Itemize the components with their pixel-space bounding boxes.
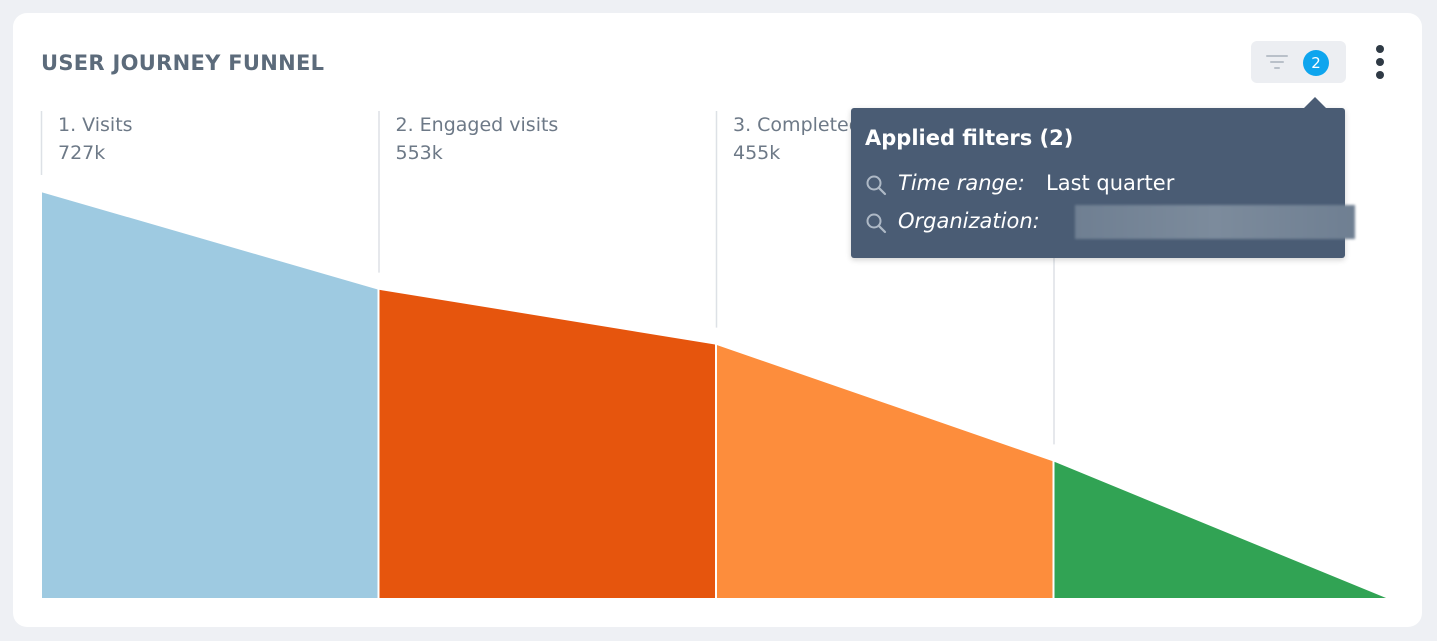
tooltip-arrow [1304,97,1326,108]
funnel-card: USER JOURNEY FUNNEL 2 1. Visits 727k 2. En… [13,13,1422,627]
stage-label: 2. Engaged visits [395,114,559,136]
funnel-chart [40,111,1392,600]
redacted-filter-value [1075,205,1355,239]
magnifier-icon [866,175,887,196]
magnifier-icon [866,213,887,234]
widget-title: USER JOURNEY FUNNEL [41,51,325,75]
more-vertical-icon[interactable] [1371,45,1389,79]
stage-value: 455k [733,142,781,164]
funnel-segment[interactable] [40,189,380,600]
filter-value: Last quarter [1046,171,1175,195]
funnel-segment[interactable] [715,342,1055,600]
filter-key: Time range: [898,171,1025,195]
stage-label: 1. Visits [58,114,133,136]
filter-row-organization: Organization: [865,205,1355,239]
filter-button[interactable]: 2 [1251,41,1346,83]
filter-count-badge: 2 [1303,50,1329,76]
funnel-segment[interactable] [377,287,717,600]
tooltip-title: Applied filters (2) [865,126,1074,150]
filter-key: Organization: [898,209,1040,233]
filter-icon [1266,53,1288,71]
stage-value: 727k [58,142,106,164]
applied-filters-tooltip: Applied filters (2) Time range: Last qua… [851,97,1355,258]
funnel-segment[interactable] [1052,458,1392,600]
stage-value: 553k [395,142,443,164]
